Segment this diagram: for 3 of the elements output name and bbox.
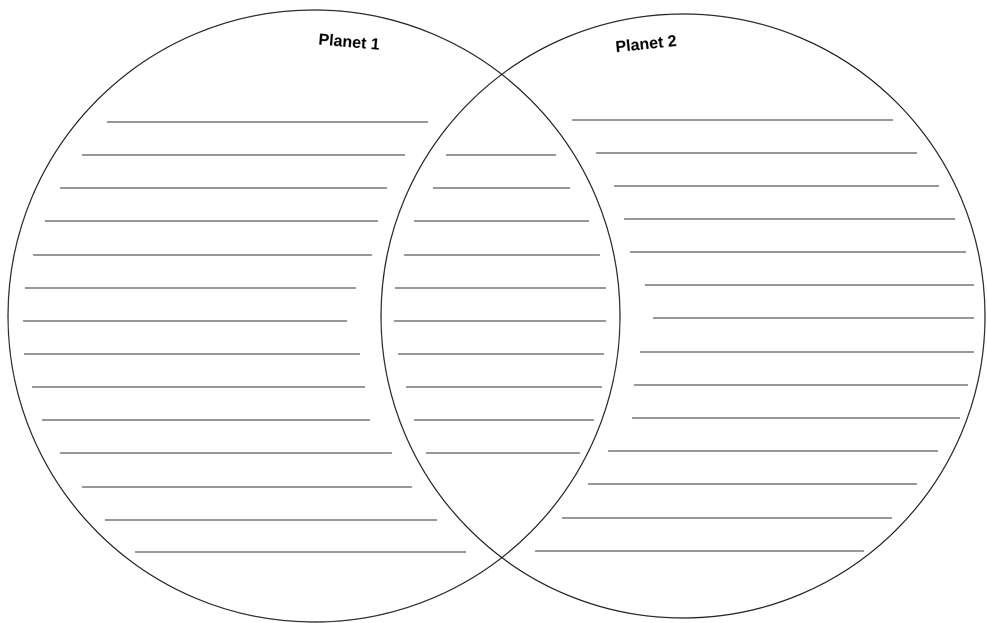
circle-heading: Planet 1 xyxy=(319,34,379,50)
circle-heading: Planet 2 xyxy=(616,35,676,52)
venn-circle xyxy=(380,14,986,618)
